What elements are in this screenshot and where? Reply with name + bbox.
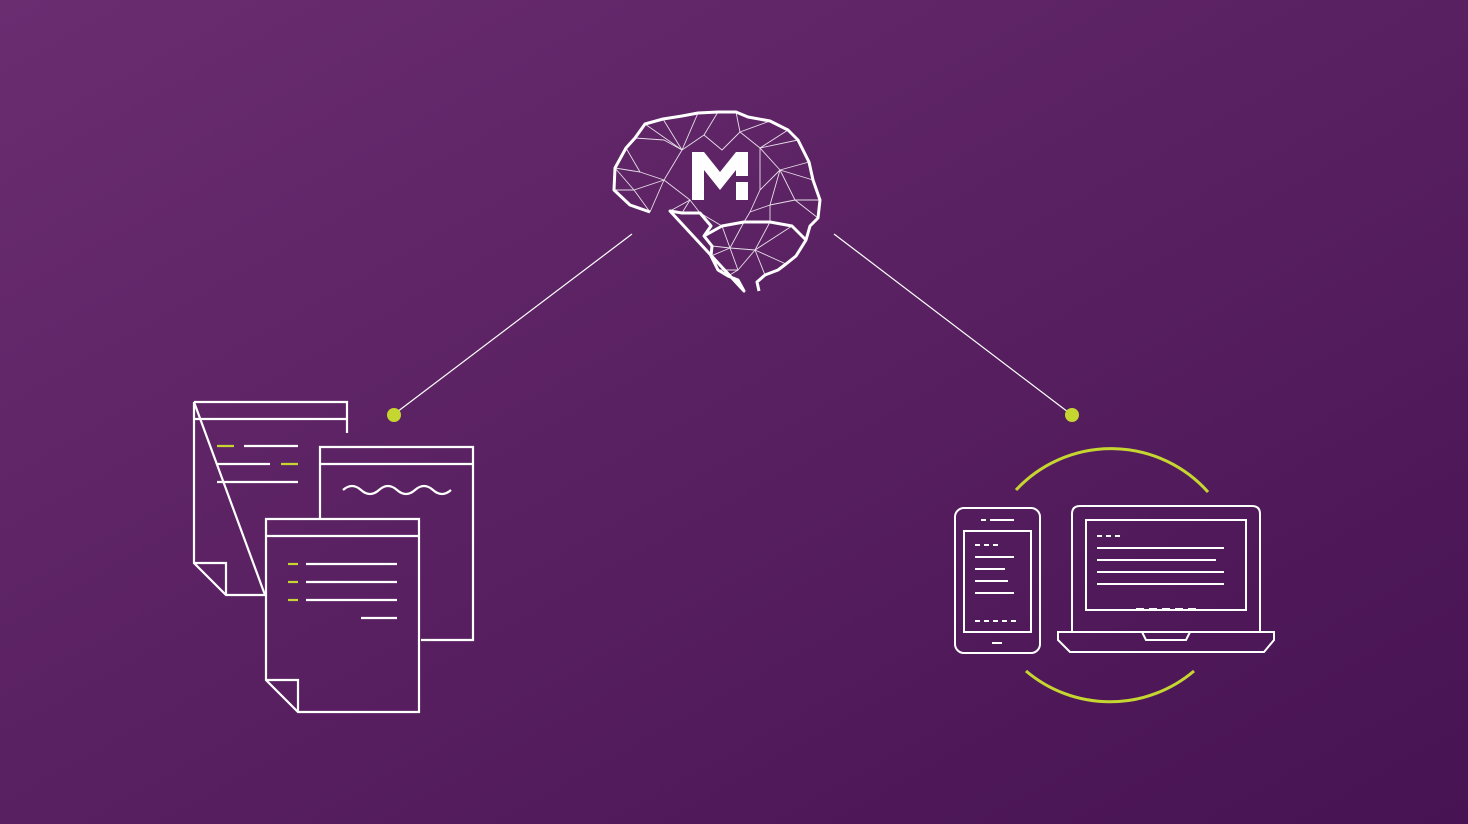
documents-icon [192, 400, 475, 714]
document-back [192, 400, 349, 597]
document-middle [318, 445, 475, 642]
devices-sync-icon [954, 447, 1275, 704]
document-front [264, 517, 421, 714]
connector-brain-documents [396, 233, 633, 413]
brain-outline [612, 110, 822, 293]
laptop-icon [1057, 505, 1275, 653]
brain-logo [692, 152, 748, 200]
brain-network-icon [612, 110, 822, 293]
logo-period [736, 182, 748, 200]
connector-dot-devices [1065, 408, 1079, 422]
phone-icon [954, 507, 1041, 654]
sync-arc-bottom [1025, 669, 1195, 704]
connector-brain-devices [833, 233, 1069, 413]
connectors [387, 233, 1079, 422]
sync-arc-top [1014, 447, 1210, 494]
connector-dot-documents [387, 408, 401, 422]
brain-cerebellum-fold [703, 220, 808, 242]
logo-letter-m [692, 152, 748, 200]
brain-mesh [614, 111, 820, 277]
